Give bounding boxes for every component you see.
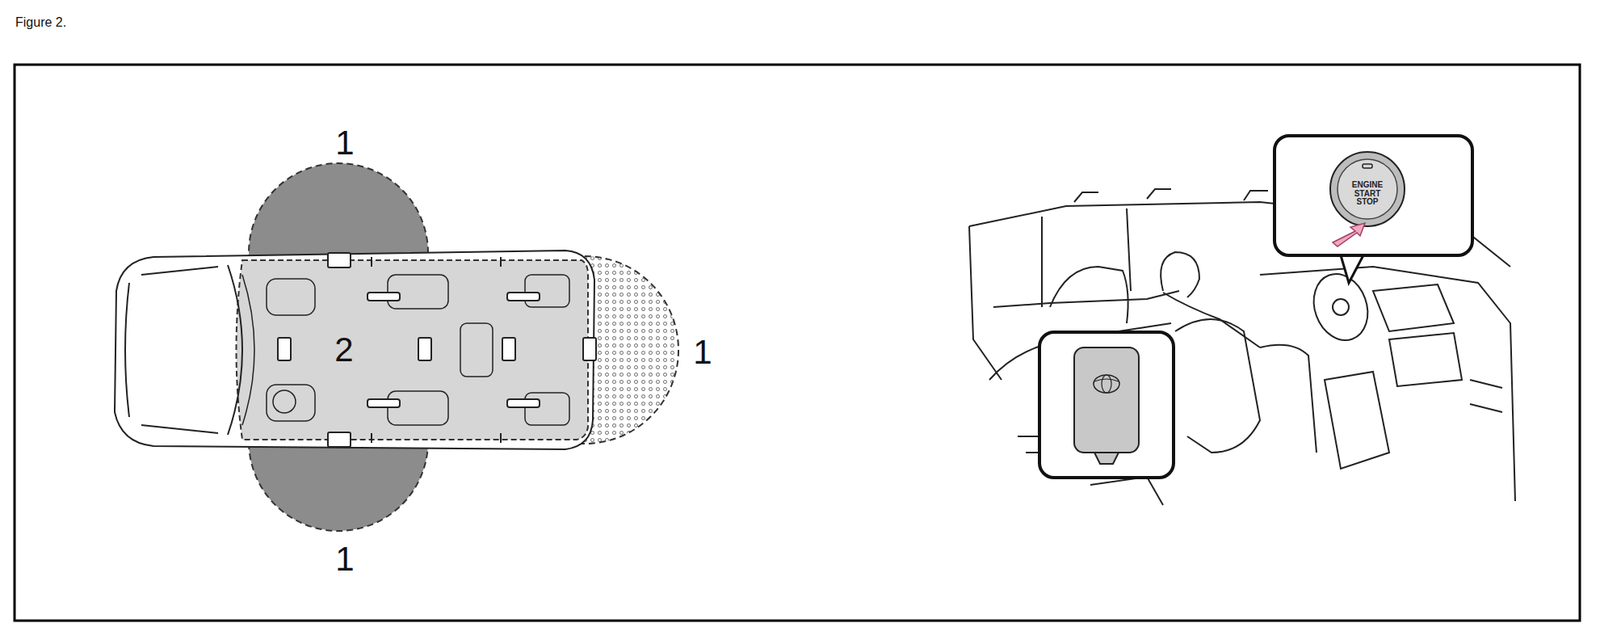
antenna xyxy=(277,252,597,447)
engine-start-button xyxy=(1330,151,1405,227)
smart-key xyxy=(1074,347,1139,464)
callout-number: 1 xyxy=(692,335,712,370)
button-label: ENGINE START STOP xyxy=(1349,180,1386,207)
callout-number: 1 xyxy=(335,541,354,576)
callout-number: 2 xyxy=(332,332,355,367)
car-top-view xyxy=(114,250,595,450)
figure-frame xyxy=(14,64,1580,621)
callout-number: 1 xyxy=(335,125,354,160)
figure-title: Figure 2. xyxy=(15,16,67,30)
callout-box xyxy=(1039,135,1473,478)
press-arrow xyxy=(1332,222,1365,247)
